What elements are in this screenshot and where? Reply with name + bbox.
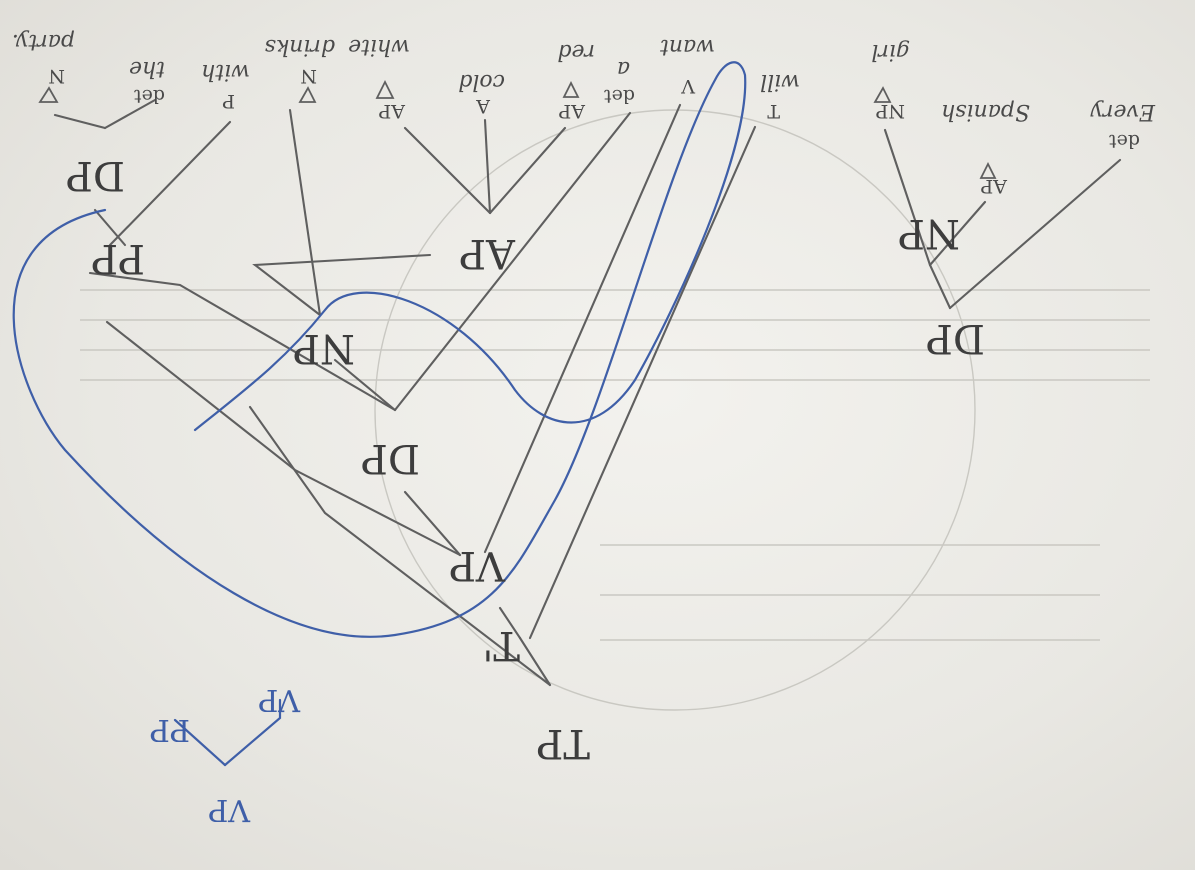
edge-pp-p [108, 120, 232, 247]
leaf-apobj-ap1-word: white [348, 34, 410, 59]
edge-dppp-det [103, 98, 157, 130]
inset-vp-top: VP [208, 792, 251, 827]
leaf-npobj-n-word: drinks [265, 34, 335, 59]
node-labels: TP T' VP DP NP AP PP DP DP NP [66, 152, 985, 766]
edge-dppp-n [53, 113, 107, 130]
edge-npobj-ap [252, 253, 432, 317]
leaf-vp-v-word: want [660, 34, 715, 59]
edge-npsubj-ap [928, 200, 987, 267]
leaf-pp-p-tag: P [222, 90, 235, 112]
leaf-npsubj-n-word: girl [871, 39, 910, 64]
leaf-dpobj-det-word: a [617, 56, 630, 81]
node-dp-obj: DP [361, 435, 420, 481]
edge-vp-v [483, 103, 682, 554]
leaf-npsubj-n-tag: NP [875, 100, 905, 122]
inset-labels: VP PP VP [150, 682, 301, 827]
node-dp-pp: DP [66, 152, 125, 198]
back-page-show-through [80, 109, 1150, 711]
inset-vp-child: VP [258, 682, 301, 717]
leaf-pp-det-word: the [129, 56, 165, 81]
leaf-npsubj-ap-word: Spanish [941, 99, 1030, 124]
edge-tbar-t [528, 125, 757, 640]
leaf-vp-v-tag: V [681, 75, 696, 97]
edge-dpobj-det-a [393, 111, 632, 412]
edge-apobj-a [483, 118, 492, 215]
node-ap-obj: AP [459, 230, 516, 276]
leaf-pp-det-tag: det [134, 85, 165, 107]
edge-npsubj-n [883, 128, 932, 267]
edge-tp-dp-subj [248, 405, 552, 687]
edge-tp-tbar [518, 636, 552, 687]
leaf-pp-p-word: with [201, 59, 250, 84]
leaf-apobj-ap2-tag: AP [558, 100, 586, 122]
blue-movement-curve[interactable] [12, 61, 747, 638]
node-tbar: T' [482, 622, 520, 668]
edge-apobj-ap1 [403, 126, 492, 215]
edge-npobj-n [288, 108, 322, 317]
node-vp: VP [449, 542, 506, 588]
edge-pp-dp [93, 208, 127, 247]
leaf-apobj-a-tag: A [476, 95, 491, 117]
inset-pp: PP [150, 712, 190, 747]
leaf-pp-n-word: party. [12, 29, 75, 54]
leaf-dpsubj-det-tag: det [1109, 130, 1140, 152]
edge-dpobj-det [88, 271, 397, 412]
leaf-dpsubj-det-word: Every [1090, 99, 1156, 124]
leaf-apobj-ap2-word: red [557, 39, 595, 64]
edge-vp-dp-obj [403, 490, 462, 557]
inset-mini-tree [173, 698, 282, 767]
leaf-apobj-a-word: cold [458, 69, 505, 94]
node-np-subj: NP [898, 210, 960, 256]
edge-dpobj-npobj [333, 358, 397, 412]
inset-edge-right [223, 698, 282, 767]
leaf-tbar-t-tag: T [767, 100, 780, 122]
leaf-dpobj-det-tag: det [604, 85, 635, 107]
edge-dpsubj-det [948, 158, 1122, 310]
tree-edges [53, 98, 1122, 687]
leaf-labels: P with det the N party. N drinks AP whit… [12, 29, 1156, 197]
node-np-obj: NP [293, 325, 355, 371]
node-dp-subj: DP [926, 315, 985, 361]
leaf-apobj-ap1-tag: AP [378, 100, 406, 122]
edge-vp-pp [105, 320, 462, 557]
edge-tbar-vp [498, 606, 522, 640]
node-pp: PP [91, 235, 145, 281]
leaf-tbar-t-word: will [760, 69, 800, 94]
triangle-marks [38, 79, 997, 179]
leaf-pp-n-tag: N [48, 65, 65, 87]
edge-dpsubj-np [928, 263, 952, 310]
leaf-npsubj-ap-tag: AP [980, 175, 1008, 197]
inset-edge-left [173, 718, 227, 767]
node-tp: TP [536, 720, 590, 766]
edge-apobj-ap2 [488, 126, 567, 215]
leaf-npobj-n-tag: N [300, 65, 317, 87]
